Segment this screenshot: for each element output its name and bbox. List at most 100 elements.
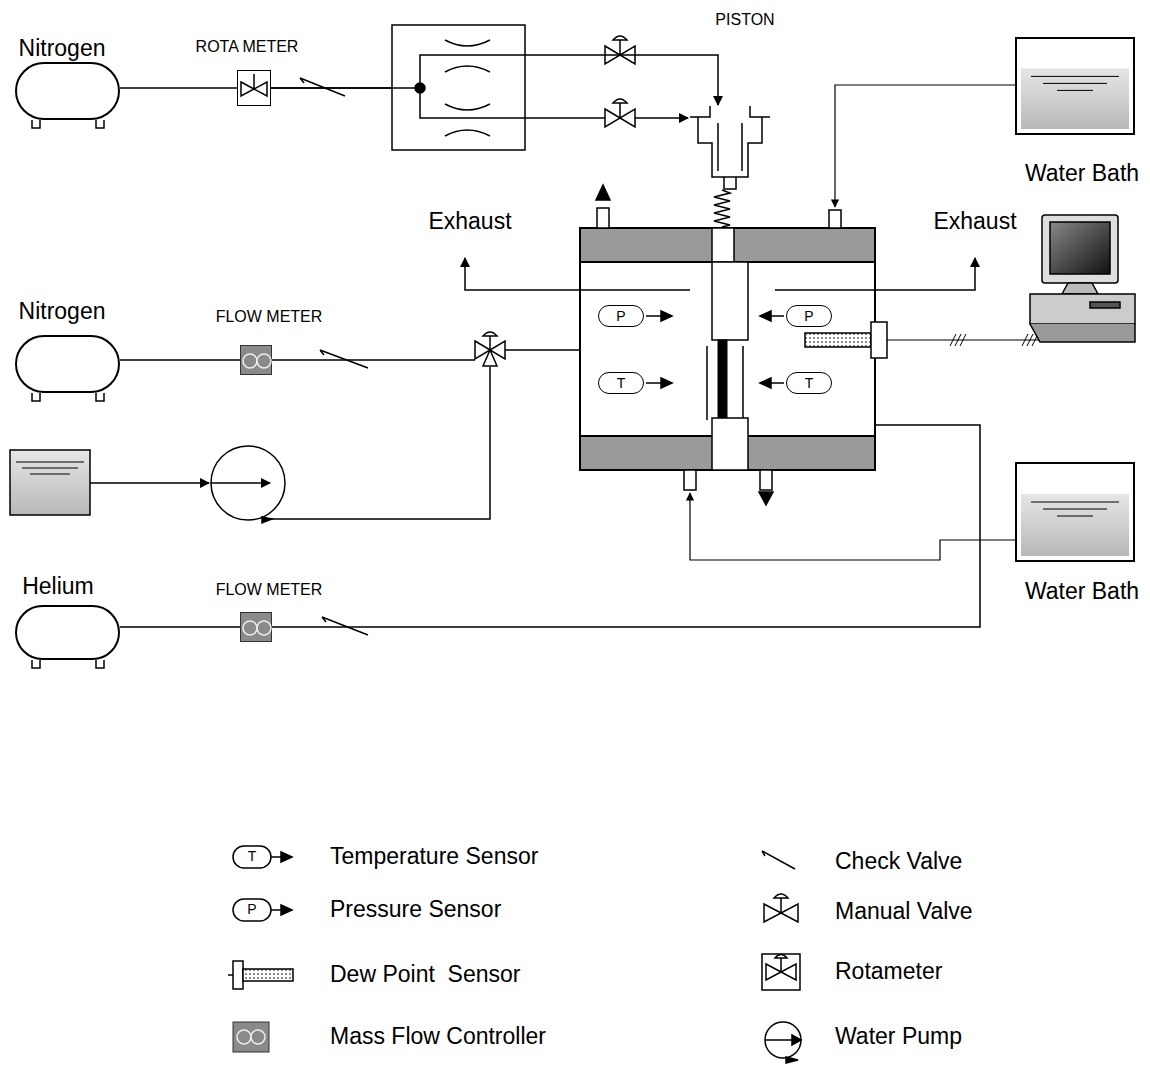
check-valves-part — [320, 350, 368, 368]
water-lines-part — [690, 493, 1015, 560]
mass-flow-controller: FLOW METER — [240, 345, 272, 375]
piston-symbol — [690, 105, 770, 190]
sensor-arrows-part — [661, 311, 672, 321]
temperature-sensor: T — [786, 372, 832, 394]
legend-icons-part — [766, 955, 796, 981]
gas-cylinder: Nitrogen — [15, 335, 120, 393]
sensor-arrows-part — [760, 378, 771, 388]
manual-valves-part — [605, 36, 635, 64]
water-bath: Water Bath — [1015, 462, 1135, 562]
tank-legs-part — [32, 660, 104, 668]
part-label: Water Bath — [1025, 160, 1139, 186]
exhaust-lines — [465, 258, 975, 290]
chamber-ports-part — [759, 492, 773, 505]
sensor-arrows-part — [760, 311, 771, 321]
gas-line — [120, 87, 237, 89]
legend-icons-part — [764, 894, 798, 922]
part-label: FLOW METER — [216, 308, 323, 326]
legend-icons-part — [233, 1022, 269, 1052]
legend-icons-part — [281, 852, 292, 862]
legend-icons-part — [762, 954, 800, 990]
sensor-letter: P — [616, 308, 625, 324]
water-lines — [690, 85, 1015, 560]
test-chamber-part — [580, 228, 875, 262]
test-chamber-part — [718, 340, 727, 420]
legend-icons-part — [233, 899, 271, 921]
test-chamber-part — [712, 418, 748, 470]
legend-icons-part — [233, 961, 243, 989]
test-chamber-part — [712, 262, 748, 340]
bath-symbol — [1021, 494, 1129, 556]
computer — [1030, 215, 1135, 342]
gas-line — [271, 55, 718, 105]
regulator-block-part — [445, 104, 490, 136]
legend-text: Pressure Sensor — [330, 896, 501, 922]
spring-part — [714, 190, 730, 227]
exhaust-lines-part — [465, 258, 690, 290]
temperature-sensor: T — [598, 372, 644, 394]
chamber-ports-part — [597, 208, 609, 228]
computer-part — [1030, 324, 1135, 342]
water-pump — [211, 446, 285, 523]
sensor-arrows — [646, 311, 784, 388]
legend-text: Check Valve — [835, 848, 962, 874]
test-chamber-part — [580, 228, 875, 470]
legend-text: Temperature Sensor — [330, 843, 538, 869]
fm-symbol — [241, 613, 273, 643]
legend-text: Water Pump — [835, 1023, 962, 1049]
gas-lines-part — [90, 482, 209, 484]
gas-lines-part — [272, 425, 980, 627]
dew-point-sensor-part — [871, 322, 887, 358]
rota-symbol — [238, 71, 272, 107]
rota-symbol — [241, 74, 267, 96]
bath-symbol — [1017, 39, 1137, 137]
gas-line — [120, 359, 240, 361]
piston-body — [690, 106, 770, 189]
sensor-arrows-part — [646, 382, 662, 384]
dew-point-sensor — [805, 322, 1040, 358]
part-label: Nitrogen — [19, 35, 106, 61]
check-valves — [300, 78, 368, 635]
gas-lines-part — [420, 88, 688, 118]
legend-text: Rotameter — [835, 958, 942, 984]
gas-cylinder: Nitrogen — [15, 62, 120, 120]
computer-part — [1062, 283, 1098, 294]
gas-lines — [90, 88, 980, 627]
legend-icons-part — [228, 974, 233, 976]
part-label: FLOW METER — [216, 581, 323, 599]
manual-valves-part — [475, 332, 505, 366]
mass-flow-controller: FLOW METER — [240, 612, 272, 642]
piston-symbol — [690, 106, 770, 189]
test-chamber — [580, 228, 875, 470]
legend-text: Manual Valve — [835, 898, 973, 924]
exhaust-label: Exhaust — [933, 208, 1016, 234]
bath-water — [1021, 68, 1129, 129]
piston: PISTON — [690, 105, 770, 190]
chamber-ports-part — [829, 210, 841, 228]
sensor-arrows-part — [770, 315, 784, 317]
legend-icons-part — [237, 1030, 251, 1044]
bath-surface — [1031, 76, 1119, 90]
fm-symbol — [243, 354, 271, 368]
legend-icons-part — [762, 851, 795, 869]
pressure-sensor: P — [786, 305, 832, 327]
legend-icons-part — [233, 846, 271, 868]
water-pump-part — [211, 446, 285, 520]
sensor-arrows-part — [646, 315, 662, 317]
bath-symbol — [1017, 464, 1137, 564]
rotameter-valve — [241, 74, 267, 96]
chamber-ports-part — [596, 185, 610, 200]
computer-part — [1050, 222, 1110, 274]
computer-part — [1042, 215, 1118, 283]
legend-icons-part — [251, 1030, 265, 1044]
meter-rotor — [257, 354, 271, 368]
gas-line — [120, 626, 240, 628]
bath-water — [1021, 494, 1129, 556]
rotameter: ROTA METER — [237, 70, 271, 106]
meter-rotor — [243, 621, 257, 635]
water-reservoir-part — [16, 462, 84, 474]
legend-icons-part — [786, 1057, 798, 1063]
water-pump-part — [262, 517, 272, 523]
gas-lines-part — [272, 359, 475, 361]
